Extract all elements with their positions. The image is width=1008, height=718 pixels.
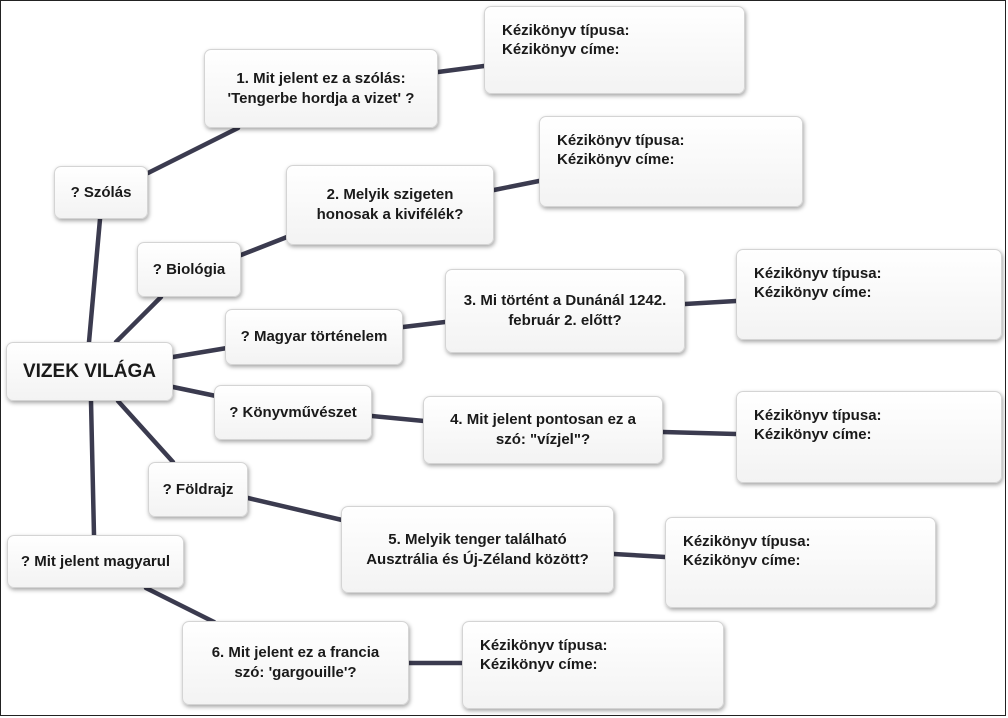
question-line: 5. Melyik tenger található	[388, 530, 567, 548]
answer-type-label: Kézikönyv típusa:	[683, 533, 811, 550]
connector-root-to-biologia	[113, 294, 164, 345]
answer-box-2[interactable]: Kézikönyv típusa: Kézikönyv címe:	[539, 116, 803, 207]
connector-q5-to-a5	[611, 551, 668, 560]
question-line: Ausztrália és Új-Zéland között?	[366, 550, 589, 568]
category-szolas[interactable]: ? Szólás	[54, 166, 148, 219]
answer-type-label: Kézikönyv típusa:	[557, 132, 685, 149]
answer-box-3[interactable]: Kézikönyv típusa: Kézikönyv címe:	[736, 249, 1002, 340]
question-line: 1. Mit jelent ez a szólás:	[236, 69, 406, 87]
answer-title-label: Kézikönyv címe:	[683, 552, 801, 569]
connector-root-to-konyv	[170, 384, 219, 399]
answer-box-1[interactable]: Kézikönyv típusa: Kézikönyv címe:	[484, 6, 745, 94]
category-magyar-tortenelem[interactable]: ? Magyar történelem	[225, 309, 403, 365]
question-3[interactable]: 3. Mi történt a Dunánál 1242. február 2.…	[445, 269, 685, 353]
category-label: ? Biológia	[152, 260, 226, 278]
connector-q4-to-a4	[660, 429, 739, 437]
connector-magyar-to-q3	[400, 319, 448, 330]
connector-szolas-to-q1	[145, 125, 241, 176]
question-line: szó: 'gargouille'?	[234, 664, 357, 681]
question-2[interactable]: 2. Melyik szigeten honosak a kivifélék?	[286, 165, 494, 245]
connector-biologia-to-q2	[238, 234, 290, 258]
category-mit-jelent-magyarul[interactable]: ? Mit jelent magyarul	[7, 535, 184, 588]
category-label: ? Könyvművészet	[229, 403, 357, 421]
connector-konyv-to-q4	[369, 413, 427, 424]
answer-type-label: Kézikönyv típusa:	[754, 407, 882, 424]
question-line: szó: "vízjel"?	[495, 431, 591, 448]
connector-root-to-magyar	[170, 345, 230, 360]
category-foldrajz[interactable]: ? Földrajz	[148, 462, 248, 517]
connector-root-to-foldrajz	[115, 398, 176, 465]
answer-box-4[interactable]: Kézikönyv típusa: Kézikönyv címe:	[736, 391, 1002, 483]
answer-title-label: Kézikönyv címe:	[557, 151, 675, 168]
question-line: 6. Mit jelent ez a francia	[211, 644, 380, 661]
answer-type-label: Kézikönyv típusa:	[480, 637, 608, 654]
connector-q2-to-a2	[491, 178, 542, 193]
answer-title-label: Kézikönyv címe:	[754, 284, 872, 301]
connector-root-to-mitjelent	[88, 398, 97, 538]
question-6[interactable]: 6. Mit jelent ez a francia szó: 'gargoui…	[182, 621, 409, 705]
category-label: ? Szólás	[70, 183, 132, 201]
question-line: honosak a kivifélék?	[316, 206, 464, 223]
question-1[interactable]: 1. Mit jelent ez a szólás: 'Tengerbe hor…	[204, 49, 438, 128]
connector-q1-to-a1	[435, 63, 487, 75]
category-biologia[interactable]: ? Biológia	[137, 242, 241, 297]
connector-foldrajz-to-q5	[245, 495, 345, 523]
root-label: VIZEK VILÁGA	[22, 360, 156, 382]
connector-q3-to-a3	[682, 298, 739, 307]
root-node[interactable]: VIZEK VILÁGA	[6, 342, 173, 401]
question-line: 'Tengerbe hordja a vizet' ?	[227, 89, 415, 107]
answer-title-label: Kézikönyv címe:	[480, 656, 598, 673]
category-label: ? Földrajz	[162, 480, 234, 498]
answer-type-label: Kézikönyv típusa:	[754, 265, 882, 282]
category-konyvmuveszet[interactable]: ? Könyvművészet	[214, 385, 372, 440]
question-line: 3. Mi történt a Dunánál 1242.	[463, 292, 667, 309]
question-line: 4. Mit jelent pontosan ez a	[450, 411, 636, 428]
answer-title-label: Kézikönyv címe:	[754, 426, 872, 443]
answer-type-label: Kézikönyv típusa:	[502, 22, 630, 39]
question-5[interactable]: 5. Melyik tenger található Ausztrália és…	[341, 506, 614, 593]
question-line: 2. Melyik szigeten	[326, 186, 454, 203]
answer-box-6[interactable]: Kézikönyv típusa: Kézikönyv címe:	[462, 621, 724, 709]
answer-title-label: Kézikönyv címe:	[502, 41, 620, 58]
answer-box-5[interactable]: Kézikönyv típusa: Kézikönyv címe:	[665, 517, 936, 608]
category-label: ? Mit jelent magyarul	[20, 552, 171, 570]
category-label: ? Magyar történelem	[240, 328, 388, 345]
connector-root-to-szolas	[86, 216, 103, 345]
question-line: február 2. előtt?	[508, 312, 622, 329]
connector-mitjelent-to-q6	[143, 585, 217, 625]
question-4[interactable]: 4. Mit jelent pontosan ez a szó: "vízjel…	[423, 396, 663, 464]
